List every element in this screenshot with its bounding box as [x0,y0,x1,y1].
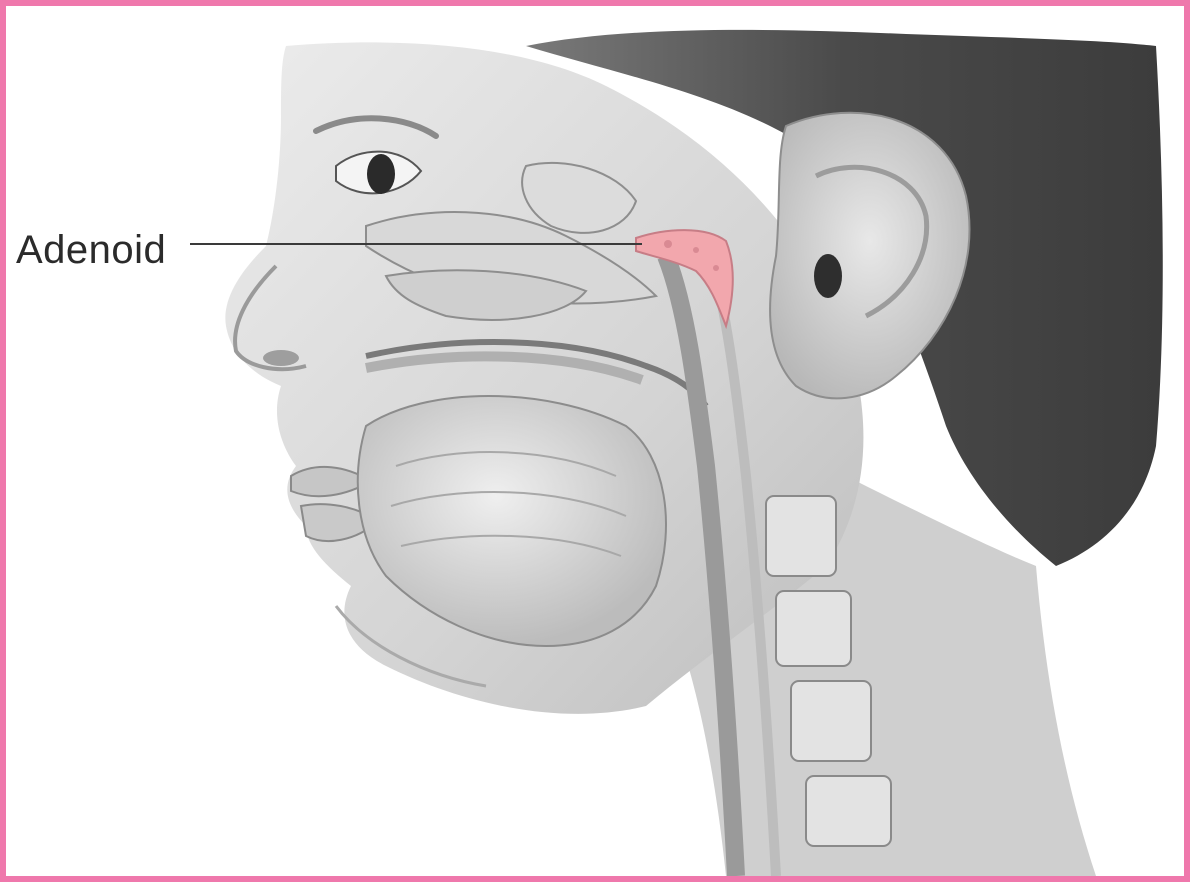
iris [367,154,395,194]
vertebra-c3 [776,591,851,666]
head-sagittal-section-illustration [6,6,1184,876]
adenoid-detail-3 [713,265,719,271]
adenoid-label: Adenoid [16,226,166,274]
adenoid-detail-2 [693,247,699,253]
vertebra-c2 [766,496,836,576]
nostril [263,350,299,366]
vertebra-c4 [791,681,871,761]
adenoid-detail [664,240,672,248]
vertebra-c5 [806,776,891,846]
ear-canal [814,254,842,298]
